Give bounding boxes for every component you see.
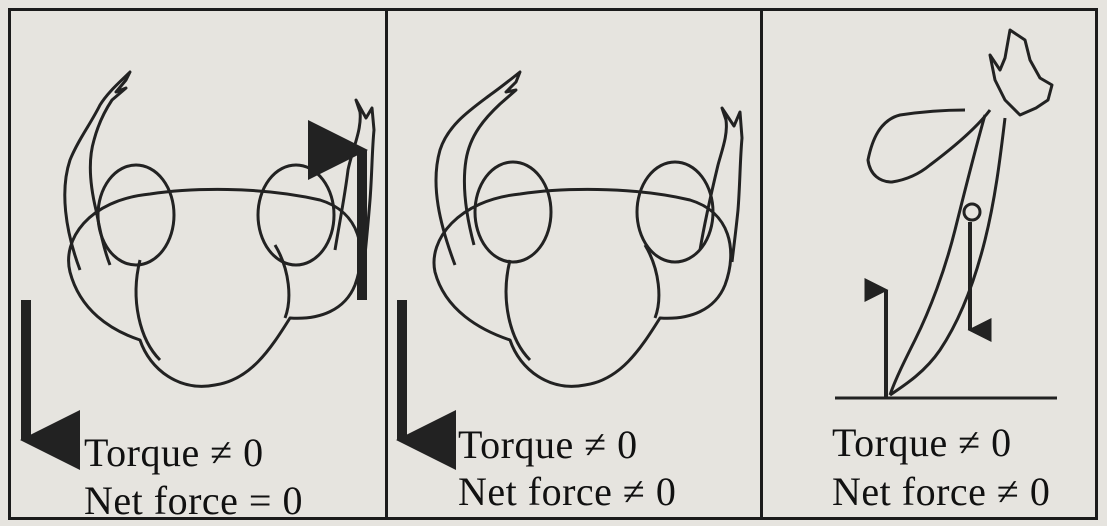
panel-1-torque-label: Torque ≠ 0: [84, 433, 264, 473]
panel-1-arrows: [26, 150, 362, 440]
panel-3-skater: [835, 30, 1057, 398]
panel-3-net-force-label: Net force ≠ 0: [832, 472, 1050, 512]
panel-1-left-shoulder: [98, 165, 174, 265]
panel-1-head-line: [136, 260, 160, 360]
panel-1-net-force-label: Net force = 0: [84, 481, 303, 521]
panel-3-center-of-mass: [964, 204, 980, 220]
panel-1-torso: [69, 189, 361, 386]
panel-2-torso: [434, 189, 731, 386]
panel-3-upper-body: [990, 30, 1052, 115]
panel-2-torque-label: Torque ≠ 0: [458, 425, 638, 465]
panel-2-right-shoulder: [637, 162, 713, 262]
panel-2-net-force-label: Net force ≠ 0: [458, 472, 676, 512]
panel-3-arm: [868, 110, 990, 182]
panel-2-skater: [434, 72, 742, 386]
panel-1-skater: [65, 72, 374, 386]
panel-2-left-shoulder: [475, 162, 551, 262]
panel-3-torque-label: Torque ≠ 0: [832, 423, 1012, 463]
panel-1-right-shoulder: [258, 165, 334, 265]
panel-1-right-arm: [335, 100, 374, 265]
